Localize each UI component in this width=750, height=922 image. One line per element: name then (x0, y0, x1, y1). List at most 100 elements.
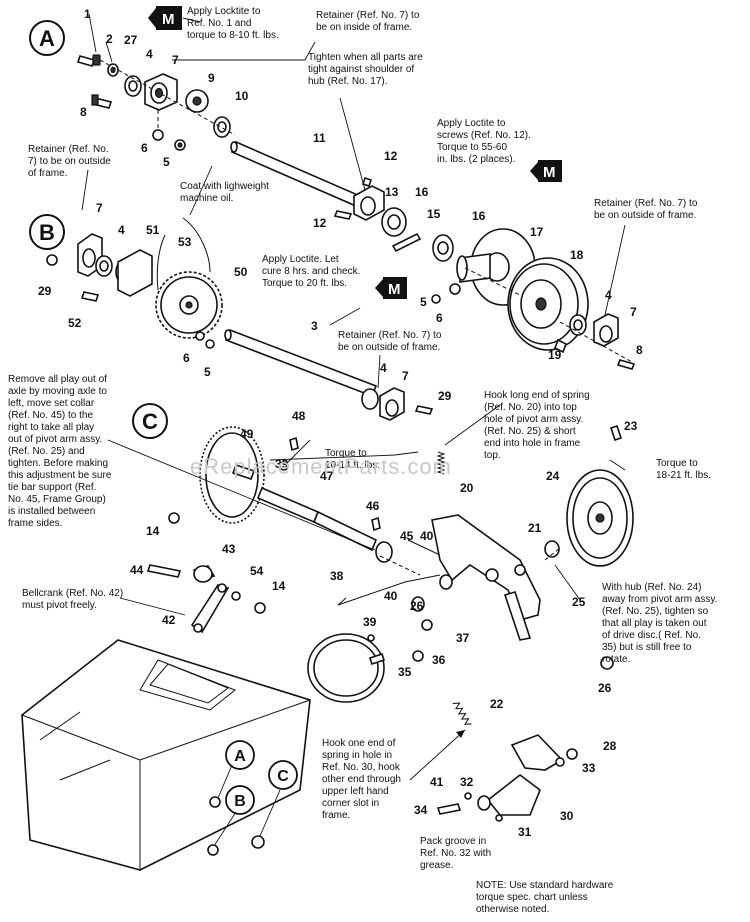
part-number: 41 (430, 775, 444, 789)
note-hook-long-end: Hook long end of spring (Ref. No. 20) in… (484, 390, 590, 461)
part-number: 45 (400, 529, 414, 543)
note-standard-hardware: NOTE: Use standard hardware torque spec.… (476, 880, 614, 915)
part-number: 19 (548, 348, 562, 362)
watermark-text: eReplacementParts.com (190, 454, 452, 479)
m-badge-mid-letter: M (388, 281, 401, 298)
part-number: 40 (420, 529, 434, 543)
part-number: 4 (146, 47, 153, 61)
part-number: 46 (366, 499, 380, 513)
part-number: 3 (311, 319, 318, 333)
part-number: 34 (414, 803, 428, 817)
note-bellcrank: Bellcrank (Ref. No. 42) must pivot freel… (22, 588, 124, 611)
part-number: 29 (38, 284, 52, 298)
part-number: 39 (275, 457, 289, 471)
part-number: 25 (572, 595, 586, 609)
lower-right-parts (409, 702, 578, 822)
part-number: 12 (384, 149, 398, 163)
m-badge-right-letter: M (543, 164, 556, 181)
note-locktite: Apply Locktite to Ref. No. 1 and torque … (187, 6, 279, 41)
part-number: 48 (292, 409, 306, 423)
part-number: 26 (410, 599, 424, 613)
m-badge-top-letter: M (162, 11, 175, 28)
part-number: 5 (204, 365, 211, 379)
note-pack-groove: Pack groove in Ref. No. 32 with grease. (420, 836, 492, 871)
part-number: 51 (146, 223, 160, 237)
part-number: 17 (530, 225, 544, 239)
part-number: 37 (456, 631, 470, 645)
part-number: 42 (162, 613, 176, 627)
section-a-letter: A (39, 26, 55, 51)
part-number: 23 (624, 419, 638, 433)
section-c-parts (146, 424, 634, 703)
part-number: 21 (528, 521, 542, 535)
note-retainer-outside-mid: Retainer (Ref. No. 7) to be on outside o… (338, 330, 442, 353)
part-number: 14 (146, 524, 160, 538)
part-number: 18 (570, 248, 584, 262)
part-number: 4 (118, 223, 125, 237)
part-number: 38 (330, 569, 344, 583)
note-coat-oil: Coat with lighweight machine oil. (180, 181, 269, 204)
part-number: 16 (472, 209, 486, 223)
part-number: 7 (172, 53, 179, 67)
note-hook-one-end: Hook one end of spring in hole in Ref. N… (322, 738, 401, 821)
section-a-marker: A (29, 20, 65, 56)
part-number: 36 (432, 653, 446, 667)
part-number: 27 (124, 33, 138, 47)
part-number: 9 (208, 71, 215, 85)
note-torque-10-14: Torque to 10-14 ft. lbs. (325, 448, 381, 471)
part-number: 20 (460, 481, 474, 495)
part-number: 4 (380, 361, 387, 375)
note-tighten-hub: Tighten when all parts are tight against… (308, 52, 423, 87)
note-retainer-inside: Retainer (Ref. No. 7) to be on inside of… (316, 10, 420, 33)
frame-marker-a: A (234, 748, 246, 765)
part-number: 13 (385, 185, 399, 199)
part-number: 40 (384, 589, 398, 603)
part-number: 2 (106, 32, 113, 46)
part-number: 6 (436, 311, 443, 325)
note-loctite-screws: Apply Loctite to screws (Ref. No. 12). T… (437, 118, 531, 165)
m-badge-mid: M (375, 277, 407, 299)
leader-lines (81, 13, 626, 616)
part-number: 11 (313, 131, 326, 145)
part-number: 8 (80, 105, 87, 119)
part-number: 26 (598, 681, 612, 695)
part-number: 15 (427, 207, 441, 221)
part-number: 7 (630, 305, 637, 319)
part-number: 39 (363, 615, 377, 629)
part-number: 4 (605, 288, 612, 302)
part-number: 5 (420, 295, 427, 309)
note-loctite-cure: Apply Loctite. Let cure 8 hrs. and check… (262, 254, 361, 289)
section-b-marker: B (29, 214, 65, 250)
part-number: 50 (234, 265, 248, 279)
note-with-hub: With hub (Ref. No. 24) away from pivot a… (602, 582, 718, 665)
part-number: 12 (313, 216, 327, 230)
section-c-letter: C (142, 409, 158, 434)
part-number: 49 (240, 427, 254, 441)
part-number: 24 (546, 469, 560, 483)
part-number: 7 (402, 369, 409, 383)
frame-marker-b: B (234, 793, 246, 810)
part-number: 53 (178, 235, 192, 249)
part-number: 52 (68, 316, 82, 330)
note-remove-play: Remove all play out of axle by moving ax… (8, 374, 112, 529)
section-b-parts (46, 217, 434, 421)
part-number: 33 (582, 761, 596, 775)
part-number: 10 (235, 89, 249, 103)
hub-and-pulley (431, 228, 636, 370)
part-number: 29 (438, 389, 452, 403)
part-number: 30 (560, 809, 574, 823)
frame-marker-c: C (277, 768, 289, 785)
note-torque-18-21: Torque to 18-21 ft. lbs. (656, 458, 712, 481)
section-b-letter: B (39, 220, 55, 245)
m-badge-right: M (530, 160, 562, 182)
part-number: 44 (130, 563, 144, 577)
part-number: 6 (183, 351, 190, 365)
part-number: 32 (460, 775, 474, 789)
part-number: 54 (250, 564, 264, 578)
part-number: 35 (398, 665, 412, 679)
part-number: 43 (222, 542, 236, 556)
part-number: 7 (96, 201, 103, 215)
part-number: 5 (163, 155, 170, 169)
part-number: 16 (415, 185, 429, 199)
